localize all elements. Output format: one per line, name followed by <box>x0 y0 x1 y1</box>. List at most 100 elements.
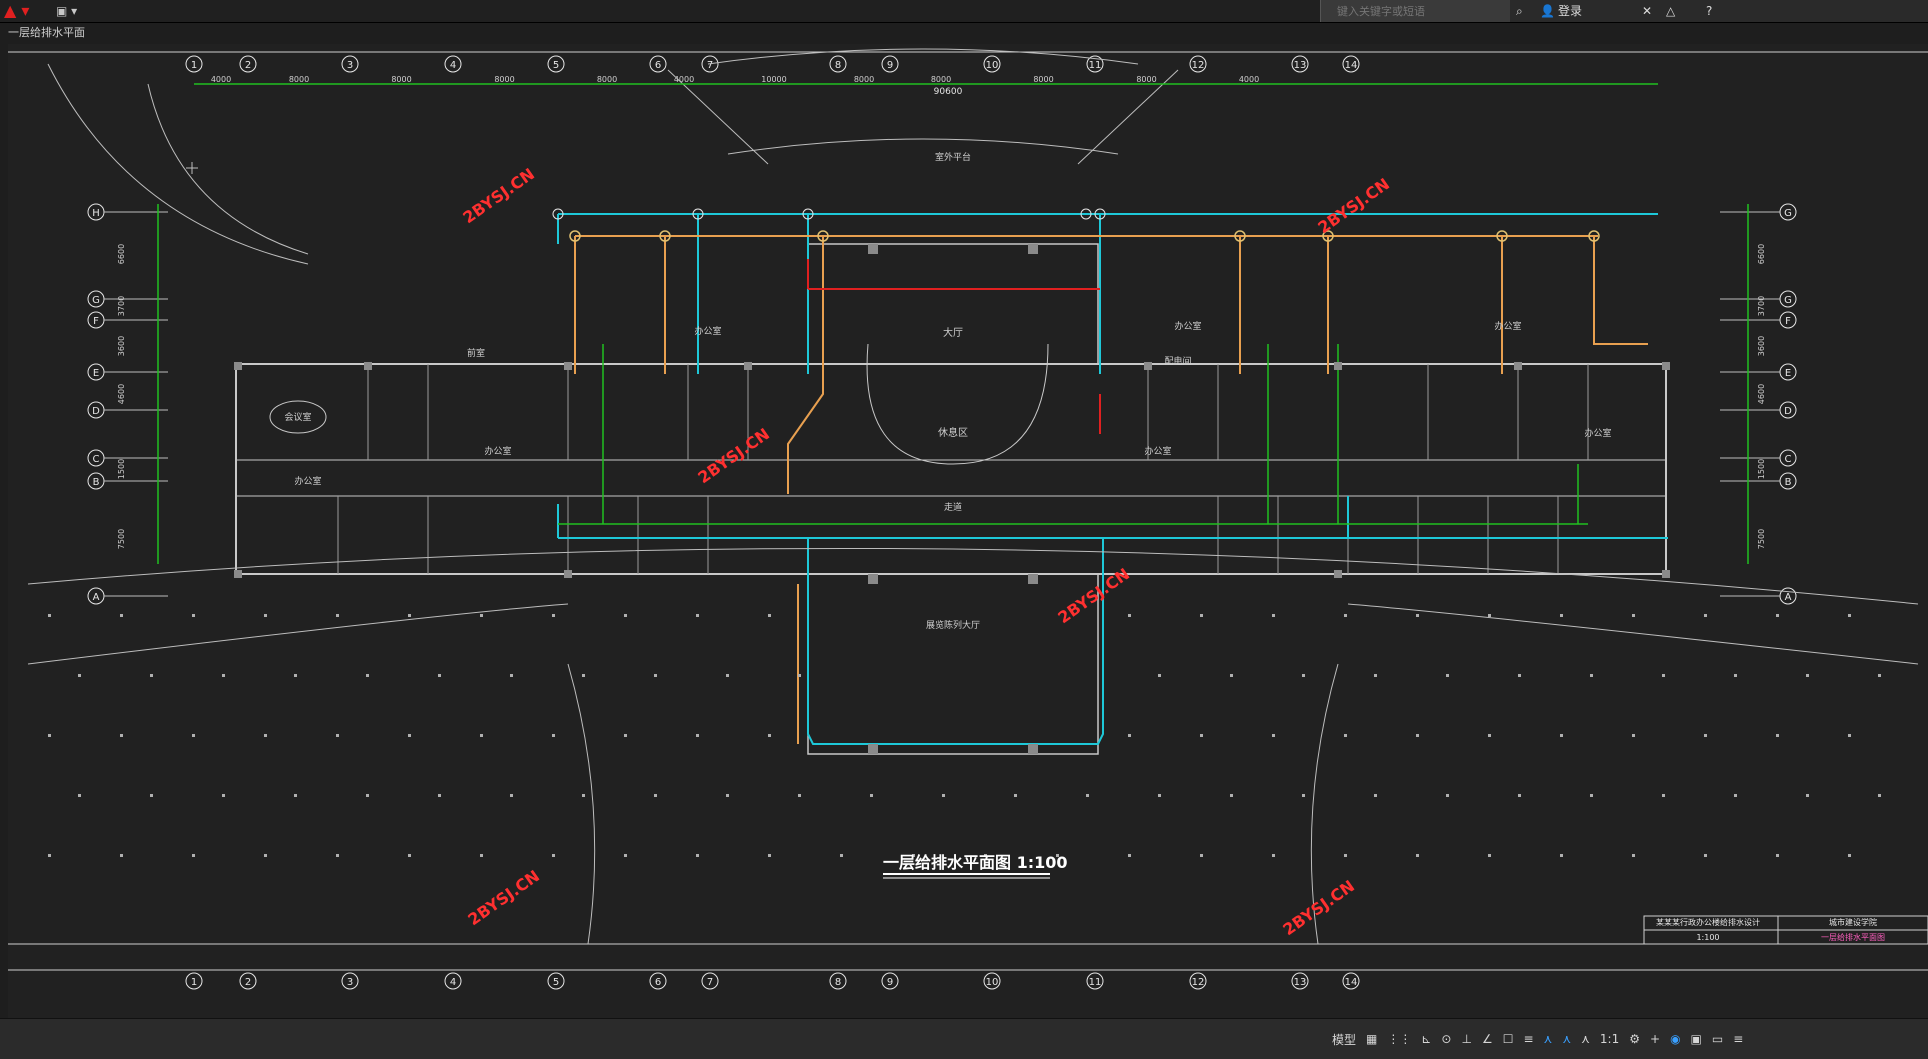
dimension-text: 7500 <box>117 529 126 549</box>
room-label-distribution: 配电间 <box>1164 355 1191 367</box>
dimension-text: 4600 <box>1757 384 1766 404</box>
title-block-scale: 1:100 <box>1696 933 1719 942</box>
grid-bubble-label: G <box>1784 208 1792 219</box>
title-block: 城市建设学院 某某某行政办公楼给排水设计 一层给排水平面图 1:100 <box>1643 915 1928 945</box>
dimension-text: 8000 <box>597 75 617 84</box>
annotation-monitor-icon[interactable]: + <box>1650 1032 1661 1046</box>
grid-bubble-label: 14 <box>1345 60 1358 71</box>
watermark-2: 2BYSJ.CN <box>694 424 773 487</box>
user-icon[interactable]: 👤 <box>1540 4 1555 18</box>
auto-scale-icon[interactable]: ⋏ <box>1562 1032 1572 1046</box>
search-box <box>1320 0 1511 22</box>
help-button[interactable]: ? <box>1706 4 1713 18</box>
grid-bubble-label: E <box>93 368 99 379</box>
grid-bubble-label: 12 <box>1192 977 1205 988</box>
dimension-text: 8000 <box>931 75 951 84</box>
model-space-button[interactable]: 模型 <box>1332 1032 1357 1047</box>
grid-bubble-label: F <box>93 316 99 327</box>
grid-bubble-label: 14 <box>1345 977 1358 988</box>
dimension-text: 8000 <box>391 75 411 84</box>
snap-toggle-icon[interactable]: ⋮⋮ <box>1387 1032 1412 1046</box>
grid-bubble-label: G <box>1784 295 1792 306</box>
dimension-text: 8000 <box>1136 75 1156 84</box>
annotation-scale-icon[interactable]: ⋏ <box>1581 1032 1590 1046</box>
room-label-office-6: 办公室 <box>1144 445 1171 457</box>
dimension-text: 4000 <box>211 75 231 84</box>
document-tab[interactable]: 一层给排水平面 <box>8 26 85 39</box>
properties-icon[interactable]: ≡ <box>1523 1032 1534 1046</box>
grid-toggle-icon[interactable]: ▦ <box>1366 1032 1378 1046</box>
dimension-text: 1500 <box>117 459 126 479</box>
ortho-toggle-icon[interactable]: ⊾ <box>1421 1032 1432 1046</box>
room-label-office-3: 办公室 <box>694 325 721 337</box>
a360-icon[interactable]: △ <box>1666 4 1676 18</box>
room-label-meeting: 会议室 <box>284 411 311 423</box>
grid-bubble-label: 5 <box>553 60 559 71</box>
lineweight-toggle-icon[interactable]: ∠ <box>1481 1032 1493 1046</box>
grid-bubble-label: 11 <box>1089 977 1102 988</box>
dimension-text: 3700 <box>117 296 126 316</box>
grid-bubble-label: 10 <box>986 977 999 988</box>
grid-bubble-label: A <box>93 592 100 603</box>
title-bar: ▲ ▾ ▣ ▾ ⌕ 👤 登录 ✕ △ ? <box>0 0 1928 23</box>
grid-bubble-label: B <box>1785 477 1792 488</box>
grid-bubble-label: B <box>93 477 100 488</box>
binoculars-icon[interactable]: ⌕ <box>1516 4 1523 18</box>
grid-bubble-label: 12 <box>1192 60 1205 71</box>
grid-bubble-label: 4 <box>450 977 456 988</box>
dimension-text: 8000 <box>854 75 874 84</box>
customization-icon[interactable]: ≡ <box>1733 1032 1744 1046</box>
selection-cycling-icon[interactable]: ☐ <box>1502 1032 1514 1046</box>
osnap-toggle-icon[interactable]: ⊥ <box>1461 1032 1472 1046</box>
login-button[interactable]: 登录 <box>1558 4 1583 18</box>
title-block-title: 某某某行政办公楼给排水设计 <box>1656 917 1760 927</box>
annotation-scale-value[interactable]: 1:1 <box>1599 1032 1620 1046</box>
grid-bubble-label: 3 <box>347 977 353 988</box>
dimension-text: 8000 <box>289 75 309 84</box>
hardware-accel-icon[interactable]: ▣ <box>1690 1032 1702 1046</box>
room-label-front-desk: 前室 <box>467 347 485 359</box>
room-label-outdoor: 室外平台 <box>935 151 971 163</box>
quick-access-save-icon[interactable]: ▣ ▾ <box>56 4 78 18</box>
dimension-text: 3600 <box>1757 336 1766 356</box>
search-input[interactable] <box>1337 3 1505 19</box>
user-toolbar: ⌕ 👤 登录 ✕ △ ? <box>1510 0 1928 22</box>
watermark-5: 2BYSJ.CN <box>464 866 543 929</box>
grid-bubble-label: 13 <box>1294 977 1307 988</box>
dimension-text: 6600 <box>1757 244 1766 264</box>
annotation-visibility-icon[interactable]: ⋏ <box>1543 1032 1553 1046</box>
dimension-text: 3700 <box>1757 296 1766 316</box>
grid-bubble-label: 8 <box>835 60 841 71</box>
grid-bubble-label: 7 <box>707 977 713 988</box>
autocad-a-logo-icon[interactable]: ▲ ▾ <box>4 1 30 20</box>
isolate-objects-icon[interactable]: ◉ <box>1670 1032 1681 1046</box>
grid-bubble-label: 8 <box>835 977 841 988</box>
watermark-6: 2BYSJ.CN <box>1279 876 1358 939</box>
room-label-office-2: 办公室 <box>484 445 511 457</box>
grid-bubble-label: 13 <box>1294 60 1307 71</box>
watermark-1: 2BYSJ.CN <box>459 164 538 227</box>
overall-dimension: 90600 <box>934 87 963 97</box>
grid-bubble-label: 5 <box>553 977 559 988</box>
watermark-3: 2BYSJ.CN <box>1314 174 1393 237</box>
dimension-text: 6600 <box>117 244 126 264</box>
dimension-text: 4000 <box>674 75 694 84</box>
workspace-gear-icon[interactable]: ⚙ <box>1629 1032 1640 1046</box>
grid-bubble-label: E <box>1785 368 1791 379</box>
room-label-hall: 大厅 <box>943 326 963 339</box>
clean-screen-icon[interactable]: ▭ <box>1711 1032 1724 1046</box>
exchange-x-icon[interactable]: ✕ <box>1642 4 1653 18</box>
polar-toggle-icon[interactable]: ⊙ <box>1441 1032 1452 1046</box>
grid-bubble-label: A <box>1785 592 1792 603</box>
grid-bubble-label: 6 <box>655 977 661 988</box>
room-label-office-1: 办公室 <box>294 475 321 487</box>
status-tools: 模型 ▦ ⋮⋮ ⊾ ⊙ ⊥ ∠ ☐ ≡ ⋏ ⋏ ⋏ 1:1 ⚙ + ◉ ▣ ▭ … <box>1332 1027 1753 1051</box>
room-label-corridor: 走道 <box>944 501 962 513</box>
